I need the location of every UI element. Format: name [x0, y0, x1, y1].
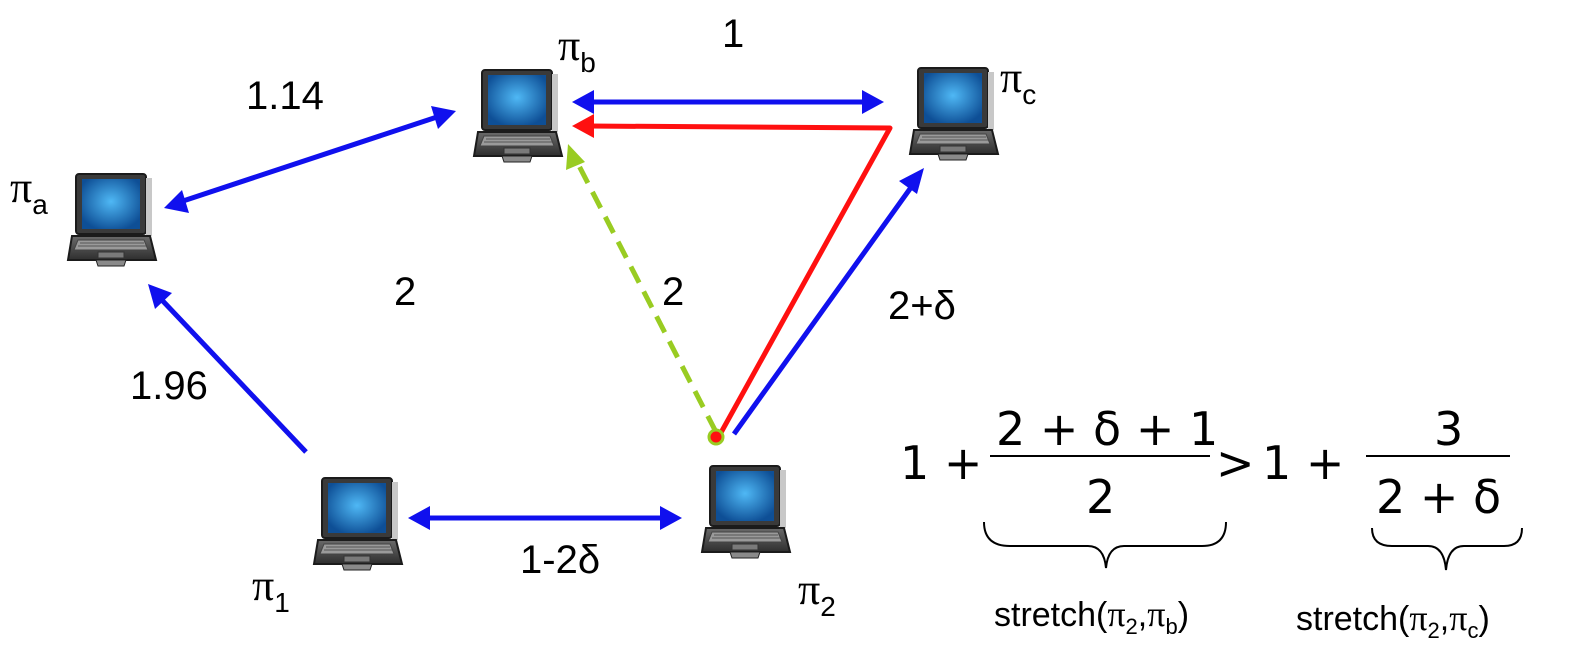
- edge-label-b-c: 1: [722, 14, 744, 54]
- arrowhead-a-b-left: [164, 190, 189, 213]
- route-origin-dot: [709, 430, 723, 444]
- edge-a-b: [180, 116, 440, 202]
- arrowhead-1-2-left: [408, 506, 430, 530]
- caption-stretch-2-c: stretch(π2,πc): [1296, 600, 1490, 642]
- arrowhead-b-c-left: [572, 90, 594, 114]
- brace-left: [984, 522, 1226, 568]
- laptop-icon-p2: [702, 466, 790, 558]
- arrowhead-route-b: [572, 114, 594, 138]
- formula-right-one: 1 +: [1262, 440, 1344, 486]
- node-label-pa: πa: [10, 166, 48, 219]
- edge-label-a-b: 1.14: [246, 76, 324, 116]
- arrowhead-a-b-right: [431, 106, 456, 129]
- node-label-pb: πb: [558, 24, 596, 77]
- arrowhead-1-2-right: [660, 506, 682, 530]
- edge-label-1-a: 1.96: [130, 366, 208, 406]
- laptop-icon-pc: [910, 68, 998, 160]
- edge-2-b-direct: [576, 160, 716, 432]
- edge-label-2-c: 2+δ: [888, 286, 956, 326]
- laptop-icon-pb: [474, 70, 562, 162]
- caption-stretch-2-b: stretch(π2,πb): [994, 596, 1189, 638]
- node-label-p2: π2: [798, 568, 836, 621]
- formula-gt: >: [1216, 440, 1255, 486]
- formula-left-numerator: 2 + δ + 1: [996, 406, 1218, 452]
- formula-right-denominator: 2 + δ: [1376, 474, 1501, 520]
- node-label-p1: π1: [252, 564, 290, 617]
- edge-2-c: [734, 186, 912, 434]
- arrowhead-b-c-right: [862, 90, 884, 114]
- edge-label-b-2: 2: [662, 272, 684, 312]
- laptop-icon-p1: [314, 478, 402, 570]
- formula-right-fraction-line: [1366, 455, 1510, 457]
- brace-right: [1372, 528, 1522, 570]
- formula-right-numerator: 3: [1434, 406, 1463, 452]
- node-label-pc: πc: [1000, 56, 1036, 109]
- formula-left-denominator: 2: [1086, 474, 1115, 520]
- formula-left-fraction-line: [990, 455, 1210, 457]
- laptop-icon-pa: [68, 174, 156, 266]
- arrowhead-2-b-direct: [566, 144, 585, 170]
- formula-left-one: 1 +: [900, 440, 982, 486]
- edge-label-1-2: 1-2δ: [520, 540, 600, 580]
- edge-label-inner-2: 2: [394, 272, 416, 312]
